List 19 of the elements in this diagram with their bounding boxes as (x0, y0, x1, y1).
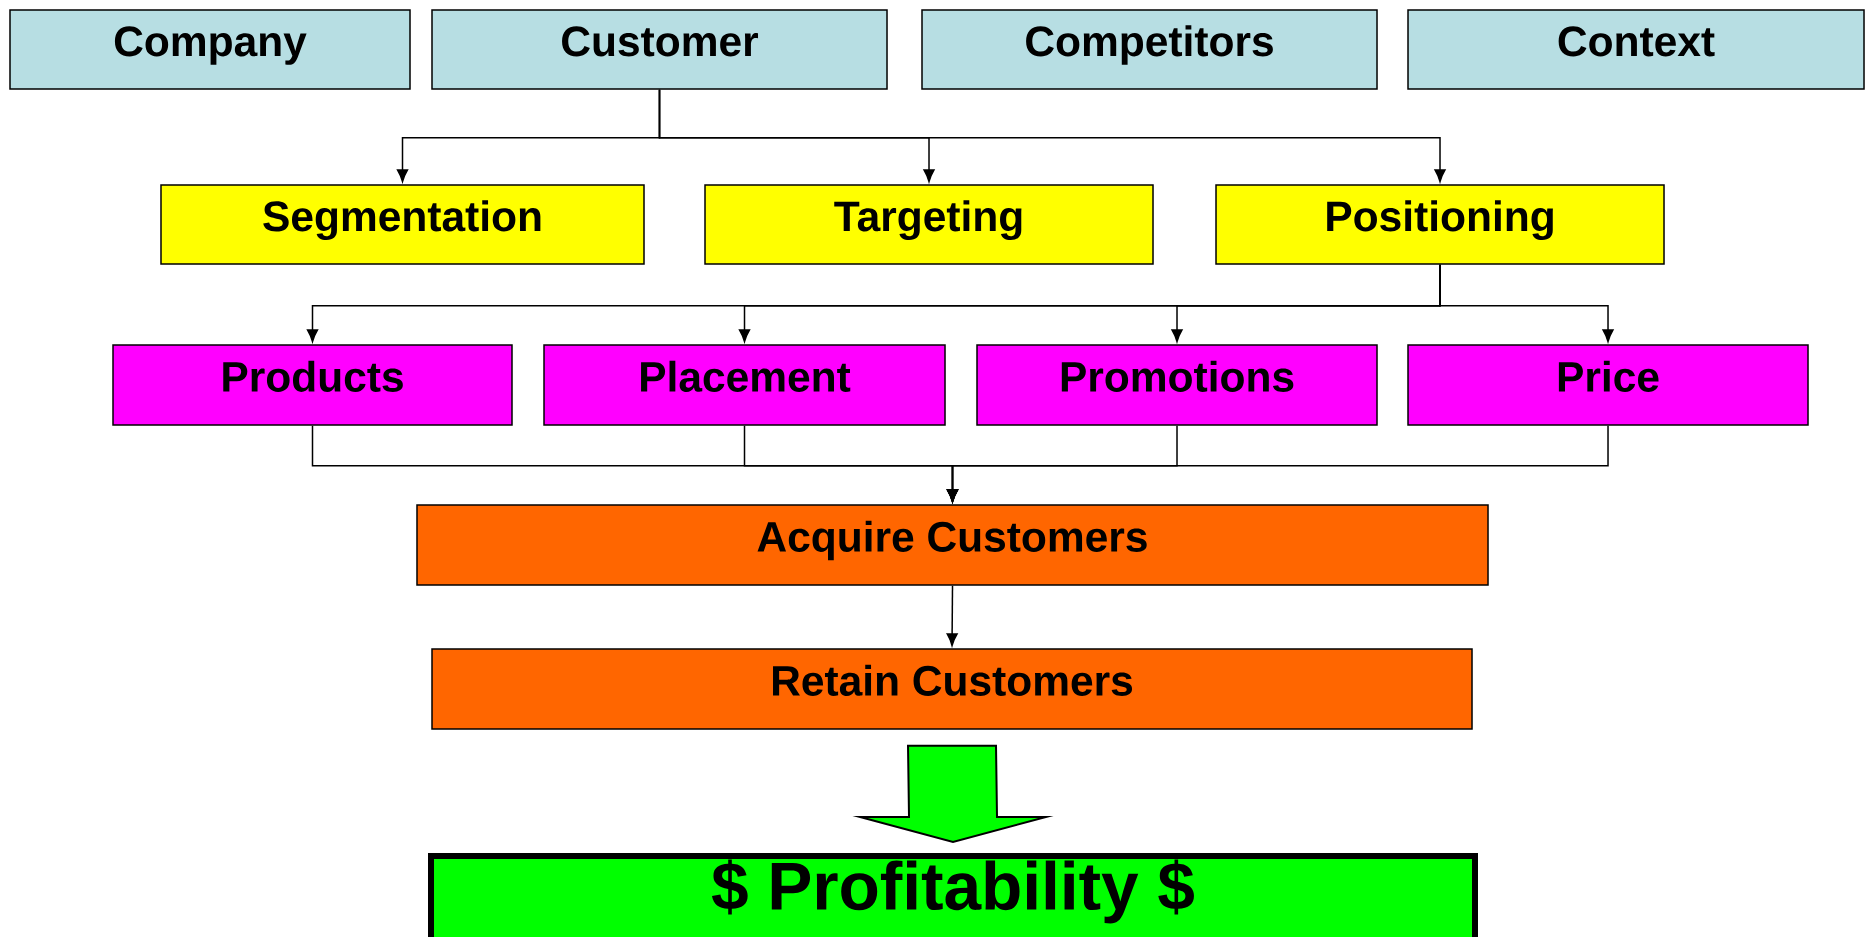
arrow (946, 585, 958, 647)
block-arrow (852, 744, 1054, 844)
process-box: Acquire Customers (416, 504, 1489, 586)
context-box: Competitors (921, 9, 1378, 90)
result-box: $ Profitability $ (428, 853, 1478, 937)
context-box: Context (1407, 9, 1865, 90)
arrow (658, 89, 1446, 183)
mix-box: Placement (543, 344, 946, 426)
context-box: Company (9, 9, 411, 90)
context-box: Customer (431, 9, 888, 90)
mix-box: Promotions (976, 344, 1378, 426)
strategy-box: Positioning (1215, 184, 1665, 265)
mix-box: Products (112, 344, 513, 426)
arrow (946, 425, 1609, 503)
process-box: Retain Customers (431, 648, 1473, 730)
arrow (1439, 264, 1614, 343)
strategy-box: Segmentation (160, 184, 645, 265)
mix-box: Price (1407, 344, 1809, 426)
strategy-box: Targeting (704, 184, 1154, 265)
